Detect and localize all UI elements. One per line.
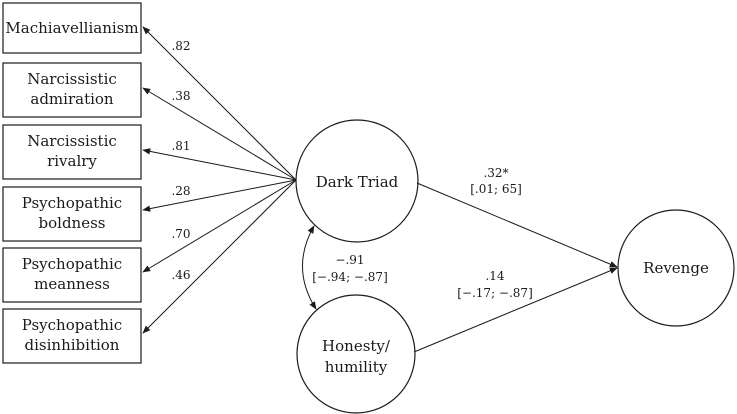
loading-arrow-machiavellianism [142, 26, 297, 181]
indicator-label: boldness [39, 214, 106, 232]
indicator-label: Narcissistic [27, 132, 117, 150]
loading-arrow-narcissistic-rivalry [142, 148, 297, 181]
indicator-label: Psychopathic [22, 255, 122, 273]
indicator-label: Psychopathic [22, 194, 122, 212]
path-value-dark-triad: .32* [483, 166, 508, 180]
correlation-arrow [302, 225, 317, 310]
node-label: Revenge [643, 259, 709, 277]
indicator-psychopathic-meanness: Psychopathic meanness [2, 247, 142, 303]
node-dark-triad: Dark Triad [295, 119, 419, 243]
loading-label-psychopathic-disinhibition: .46 [171, 268, 190, 282]
indicator-label: rivalry [47, 152, 97, 170]
indicator-label: meanness [34, 275, 110, 293]
indicator-label: Psychopathic [22, 316, 122, 334]
path-ci-dark-triad: [.01; 65] [470, 182, 522, 196]
indicator-psychopathic-boldness: Psychopathic boldness [2, 186, 142, 242]
loading-label-psychopathic-boldness: .28 [171, 184, 190, 198]
indicator-machiavellianism: Machiavellianism [2, 2, 142, 54]
loading-label-machiavellianism: .82 [171, 39, 190, 53]
loading-label-narcissistic-admiration: .38 [171, 89, 190, 103]
correlation-value: −.91 [335, 253, 364, 267]
loading-arrow-psychopathic-meanness [142, 179, 297, 273]
node-revenge: Revenge [617, 209, 735, 327]
indicator-psychopathic-disinhibition: Psychopathic disinhibition [2, 308, 142, 364]
path-ci-honesty: [−.17; −.87] [457, 286, 533, 300]
loading-arrow-narcissistic-admiration [142, 87, 297, 181]
loading-label-psychopathic-meanness: .70 [171, 227, 190, 241]
indicator-label: Machiavellianism [5, 19, 138, 37]
indicator-narcissistic-admiration: Narcissistic admiration [2, 62, 142, 118]
path-arrow-dark-triad-to-revenge [416, 182, 618, 268]
loading-arrow-psychopathic-boldness [142, 179, 297, 212]
indicator-label: admiration [30, 90, 114, 108]
loading-arrow-psychopathic-disinhibition [142, 179, 297, 334]
indicator-label: Narcissistic [27, 70, 117, 88]
node-honesty-humility: Honesty/ humility [296, 294, 416, 414]
path-value-honesty: .14 [485, 269, 504, 283]
node-label: Honesty/ [322, 337, 391, 355]
indicator-label: disinhibition [25, 336, 120, 354]
node-label: humility [325, 358, 388, 376]
node-label: Dark Triad [316, 173, 399, 191]
path-arrow-honesty-to-revenge [413, 267, 618, 353]
correlation-ci: [−.94; −.87] [312, 270, 388, 284]
indicator-narcissistic-rivalry: Narcissistic rivalry [2, 124, 142, 180]
loading-label-narcissistic-rivalry: .81 [171, 139, 190, 153]
